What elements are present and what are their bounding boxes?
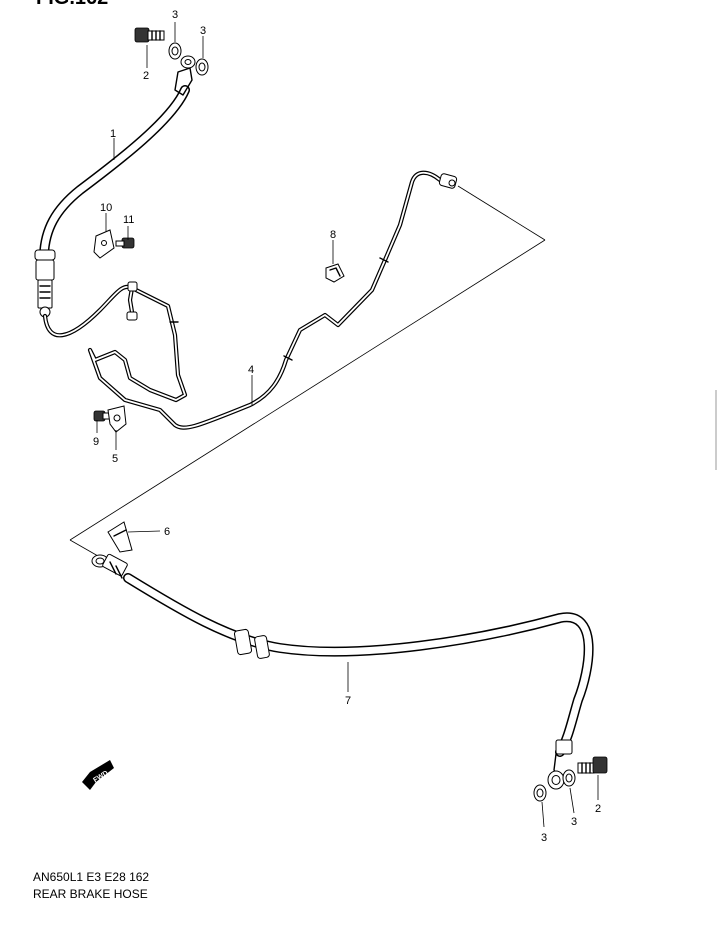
part-3-washer-bottom-b[interactable]: [562, 769, 576, 787]
callout-3-bottom-b: 3: [571, 816, 577, 828]
callout-leaders: [96, 22, 599, 828]
part-8-clamp[interactable]: [325, 263, 345, 283]
part-1-upper-brake-hose[interactable]: [34, 55, 196, 318]
callout-7: 7: [345, 695, 351, 707]
footer-title: REAR BRAKE HOSE: [33, 887, 148, 901]
callout-3-top-a: 3: [172, 9, 178, 21]
part-9-bolt[interactable]: [93, 410, 111, 422]
callout-5: 5: [112, 453, 118, 465]
part-2-banjo-bolt-top[interactable]: [134, 27, 165, 43]
assembly-reference-lines: [69, 185, 546, 557]
part-5-clamp[interactable]: [107, 405, 127, 433]
callout-2-bottom: 2: [595, 803, 601, 815]
callout-11: 11: [123, 214, 134, 226]
callout-6: 6: [164, 526, 170, 538]
callout-8: 8: [330, 229, 336, 241]
part-7-lower-brake-hose[interactable]: [91, 553, 594, 790]
part-3-washer-top-a[interactable]: [168, 42, 182, 60]
callout-2-top: 2: [143, 70, 149, 82]
callout-3-bottom-a: 3: [541, 832, 547, 844]
fwd-arrow-icon: FWD: [82, 760, 114, 790]
figure-title: FIG.162: [36, 0, 108, 9]
callout-1: 1: [110, 128, 116, 140]
part-11-bolt[interactable]: [115, 237, 135, 249]
part-3-washer-bottom-a[interactable]: [533, 784, 547, 802]
callout-10: 10: [100, 202, 112, 214]
part-6-clip[interactable]: [107, 521, 133, 553]
callout-9: 9: [93, 436, 99, 448]
callout-4: 4: [248, 364, 254, 376]
part-4-brake-pipe[interactable]: [42, 170, 458, 430]
footer-code: AN650L1 E3 E28 162: [33, 870, 150, 884]
part-3-washer-top-b[interactable]: [195, 58, 209, 76]
callout-3-top-b: 3: [200, 25, 206, 37]
part-2-banjo-bolt-bottom[interactable]: [577, 756, 608, 774]
part-10-bracket[interactable]: [93, 229, 115, 259]
